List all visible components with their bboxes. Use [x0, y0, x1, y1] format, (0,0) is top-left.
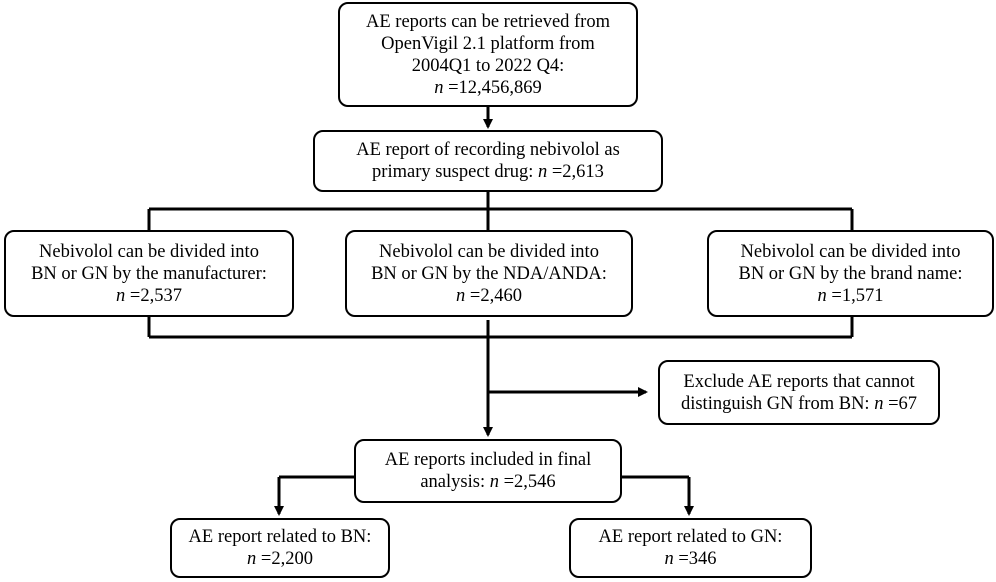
exclude-n-symbol: n — [874, 393, 884, 414]
final-n-symbol: n — [489, 472, 499, 492]
manufacturer-line-2: BN or GN by the manufacturer: — [31, 263, 267, 284]
exclude-count: distinguish GN from BN: n =67 — [681, 393, 917, 415]
bn-n-symbol: n — [247, 549, 257, 569]
gn-n-value: =346 — [673, 549, 717, 569]
source-n-value: =12,456,869 — [443, 77, 542, 98]
source-line-2: OpenVigil 2.1 platform from — [381, 33, 595, 54]
primary-n-value: =2,613 — [547, 162, 604, 182]
source-n-symbol: n — [434, 77, 444, 98]
nda-n-symbol: n — [456, 285, 466, 306]
final-last-prefix: analysis: — [420, 472, 490, 492]
gn-line-1: AE report related to GN: — [598, 527, 783, 547]
brand-line-2: BN or GN by the brand name: — [738, 263, 963, 284]
nda-count: n =2,460 — [456, 285, 522, 307]
brand-n-value: =1,571 — [826, 285, 884, 306]
nda-line-2: BN or GN by the NDA/ANDA: — [371, 263, 607, 284]
exclude-last-prefix: distinguish GN from BN: — [680, 393, 875, 414]
brand-n-symbol: n — [817, 285, 827, 306]
manufacturer-box: Nebivolol can be divided into BN or GN b… — [4, 230, 294, 317]
exclusion-box: Exclude AE reports that cannot distingui… — [658, 360, 940, 425]
exclude-n-value: =67 — [883, 393, 918, 414]
primary-suspect-box: AE report of recording nebivolol as prim… — [313, 130, 663, 192]
manufacturer-count: n =2,537 — [116, 285, 182, 307]
source-box: AE reports can be retrieved from OpenVig… — [338, 2, 638, 107]
brand-count: n =1,571 — [818, 285, 884, 307]
source-count: n =12,456,869 — [434, 77, 542, 99]
brand-line-1: Nebivolol can be divided into — [740, 241, 961, 262]
primary-count: primary suspect drug: n =2,613 — [372, 161, 604, 183]
primary-n-symbol: n — [538, 162, 548, 182]
final-line-1: AE reports included in final — [384, 450, 592, 470]
final-n-value: =2,546 — [498, 472, 556, 492]
manufacturer-n-value: =2,537 — [125, 285, 182, 306]
final-analysis-box: AE reports included in final analysis: n… — [354, 439, 622, 503]
brand-name-box: Nebivolol can be divided into BN or GN b… — [707, 230, 994, 317]
nda-line-1: Nebivolol can be divided into — [379, 241, 599, 262]
manufacturer-n-symbol: n — [116, 285, 126, 306]
bn-count: n =2,200 — [247, 548, 313, 570]
bn-line-1: AE report related to BN: — [188, 527, 372, 547]
bn-n-value: =2,200 — [256, 549, 313, 569]
gn-n-symbol: n — [664, 549, 674, 569]
manufacturer-line-1: Nebivolol can be divided into — [39, 241, 259, 262]
source-line-1: AE reports can be retrieved from — [366, 11, 610, 32]
gn-count: n =346 — [664, 548, 716, 570]
final-count: analysis: n =2,546 — [420, 471, 555, 493]
exclude-line-1: Exclude AE reports that cannot — [683, 371, 915, 392]
primary-last-prefix: primary suspect drug: — [372, 162, 538, 182]
nda-n-value: =2,460 — [465, 285, 522, 306]
nda-anda-box: Nebivolol can be divided into BN or GN b… — [345, 230, 633, 317]
source-line-3: 2004Q1 to 2022 Q4: — [411, 55, 565, 76]
primary-line-1: AE report of recording nebivolol as — [356, 140, 620, 160]
bn-box: AE report related to BN: n =2,200 — [170, 518, 390, 578]
gn-box: AE report related to GN: n =346 — [569, 518, 812, 578]
